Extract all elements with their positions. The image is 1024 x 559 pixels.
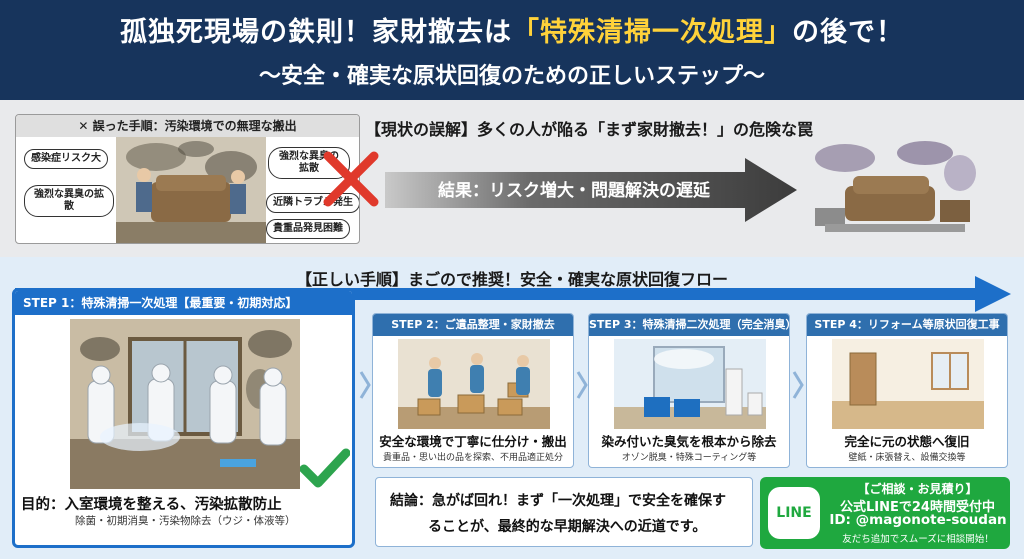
damaged-sofa-illustration bbox=[815, 141, 976, 232]
step3-sub: オゾン脱臭・特殊コーティング等 bbox=[621, 453, 757, 463]
step3-main: 染み付いた臭気を根本から除去 bbox=[601, 434, 777, 449]
step4-main: 完全に元の状態へ復旧 bbox=[844, 434, 970, 449]
step2-heading: STEP 2：ご遺品整理・家財撤去 bbox=[373, 314, 573, 336]
title-post: の後で！ bbox=[792, 17, 904, 48]
step4-sub: 壁紙・床張替え、設備交換等 bbox=[848, 453, 966, 463]
step1-detail: 除菌・初期消臭・汚染物除去（ウジ・体液等） bbox=[75, 515, 296, 527]
step4-card: STEP 4：リフォーム等原状回復工事 完全に元の状態へ復旧 壁紙・床張替え、設… bbox=[806, 313, 1008, 468]
step3-card: STEP 3：特殊清掃二次処理（完全消臭） 染み付いた臭気を根本から除去 オゾン… bbox=[588, 313, 790, 468]
line-logo-text: LINE bbox=[776, 505, 812, 521]
header-banner: 孤独死現場の鉄則！家財撤去は「特殊清掃一次処理」の後で！ 〜安全・確実な原状回復… bbox=[0, 0, 1024, 100]
result-text: 結果：リスク増大・問題解決の遅延 bbox=[438, 181, 710, 201]
title-pre: 孤独死現場の鉄則！家財撤去は bbox=[120, 17, 512, 48]
bubble-infection-risk: 感染症リスク大 bbox=[24, 149, 108, 169]
dirty-room-illustration bbox=[116, 137, 266, 243]
special-cleaning-illustration bbox=[70, 319, 300, 489]
deodorize-illustration bbox=[614, 339, 766, 429]
bubble-valuables-difficult: 貴重品発見困難 bbox=[266, 219, 350, 239]
step3-heading: STEP 3：特殊清掃二次処理（完全消臭） bbox=[589, 314, 789, 336]
step4-heading: STEP 4：リフォーム等原状回復工事 bbox=[807, 314, 1007, 336]
wrong-procedure-title: ✕ 誤った手順：汚染環境での無理な搬出 bbox=[16, 115, 359, 137]
step1-card: STEP 1：特殊清掃一次処理【最重要・初期対応】 目的：入室環境を整える、汚染… bbox=[12, 288, 355, 548]
restored-room-illustration bbox=[832, 339, 984, 429]
title-highlight: 「特殊清掃一次処理」 bbox=[512, 17, 792, 48]
result-arrow-icon bbox=[385, 158, 797, 222]
line-logo-icon bbox=[768, 487, 820, 539]
sorting-illustration bbox=[398, 339, 550, 429]
conclusion-box: 結論：急がば回れ！まず「一次処理」で安全を確保す ることが、最終的な早期解決への… bbox=[375, 477, 753, 547]
line-hours: 公式LINEで24時間受付中 bbox=[840, 500, 995, 515]
bubble-odor-spread-left: 強烈な異臭の拡散 bbox=[24, 185, 114, 217]
conclusion-line-1: 結論：急がば回れ！まず「一次処理」で安全を確保す bbox=[390, 493, 726, 509]
checkmark-icon bbox=[300, 448, 350, 488]
current-misconception: 【現状の誤解】多くの人が陥る「まず家財撤去！」の危険な罠 bbox=[365, 120, 814, 139]
line-contact-box[interactable]: LINE 【ご相談・お見積り】 公式LINEで24時間受付中 ID: @mago… bbox=[760, 477, 1010, 549]
chevron-right-icon bbox=[359, 371, 371, 399]
chevron-right-icon bbox=[792, 371, 804, 399]
line-heading: 【ご相談・お見積り】 bbox=[857, 482, 978, 496]
page-title: 孤独死現場の鉄則！家財撤去は「特殊清掃一次処理」の後で！ bbox=[0, 10, 1024, 49]
conclusion-line-2: ることが、最終的な早期解決への近道です。 bbox=[428, 519, 707, 535]
line-id: ID: @magonote-soudan bbox=[829, 512, 1007, 528]
correct-procedure-title: 【正しい手順】まごので推奨！安全・確実な原状回復フロー bbox=[295, 270, 728, 289]
line-cta: 友だち追加でスムーズに相談開始！ bbox=[842, 534, 994, 545]
step1-purpose: 目的：入室環境を整える、汚染拡散防止 bbox=[21, 497, 282, 513]
cross-mark-icon bbox=[323, 151, 379, 207]
page-subtitle: 〜安全・確実な原状回復のための正しいステップ〜 bbox=[258, 64, 765, 89]
wrong-procedure-box: ✕ 誤った手順：汚染環境での無理な搬出 感染症リスク大 強烈な異臭の拡散 強烈な… bbox=[15, 114, 360, 244]
chevron-right-icon bbox=[576, 371, 588, 399]
step2-main: 安全な環境で丁寧に仕分け・搬出 bbox=[379, 434, 567, 449]
step1-heading: STEP 1：特殊清掃一次処理【最重要・初期対応】 bbox=[15, 291, 352, 315]
step2-sub: 貴重品・思い出の品を探索、不用品適正処分 bbox=[382, 453, 563, 463]
flow-arrow-icon bbox=[15, 276, 1011, 312]
step2-card: STEP 2：ご遺品整理・家財撤去 安全な環境で丁寧に仕分け・搬出 貴重品・思い… bbox=[372, 313, 574, 468]
